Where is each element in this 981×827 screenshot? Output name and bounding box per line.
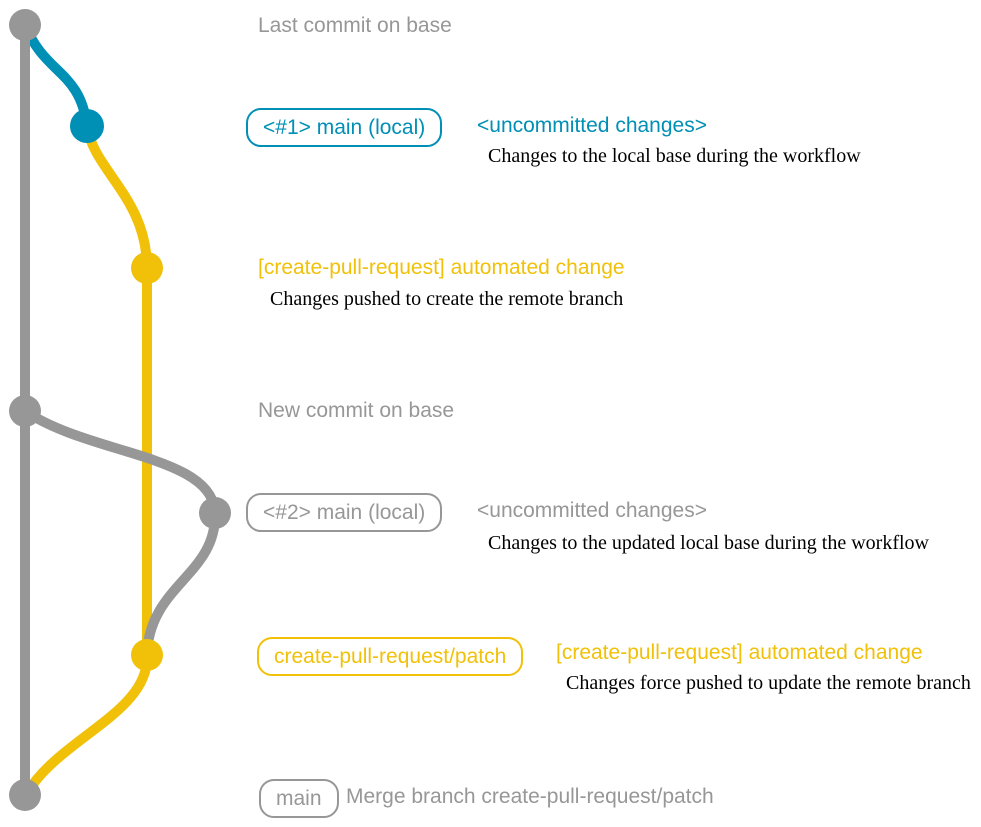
gray-branch-out-line xyxy=(20,406,220,518)
annotation-note-3: Changes to the updated local base during… xyxy=(488,532,929,554)
branch-tag-label: <#2> main (local) xyxy=(263,500,426,524)
branch-tag-label: main xyxy=(276,786,322,810)
annotation-note-2: Changes pushed to create the remote bran… xyxy=(270,288,624,310)
commit-message-uncommitted-1: <uncommitted changes> xyxy=(477,114,707,137)
commit-message-merge: Merge branch create-pull-request/patch xyxy=(346,785,714,808)
commit-message-last-base: Last commit on base xyxy=(258,14,452,37)
yellow-branch-line xyxy=(82,121,152,660)
yellow-merge-line xyxy=(22,650,153,798)
commit-dot-automated-change-2 xyxy=(131,639,163,671)
gray-branch-in-line xyxy=(142,508,221,660)
branch-tag-main-local-2: <#2> main (local) xyxy=(246,493,443,532)
commit-dot-new-base xyxy=(9,395,41,427)
commit-message-new-base: New commit on base xyxy=(258,399,455,422)
branch-tag-main-local-1: <#1> main (local) xyxy=(246,108,443,147)
commit-dot-last-base xyxy=(9,9,41,41)
commit-message-automated-2: [create-pull-request] automated change xyxy=(556,641,923,664)
commit-message-automated-1: [create-pull-request] automated change xyxy=(258,256,625,279)
branch-tag-create-pull-request-patch: create-pull-request/patch xyxy=(257,637,524,676)
commit-message-uncommitted-2: <uncommitted changes> xyxy=(477,499,707,522)
branch-tag-label: <#1> main (local) xyxy=(263,115,426,139)
commit-dot-local-main-2 xyxy=(199,497,231,529)
blue-branch-line xyxy=(20,20,92,131)
branch-tag-label: create-pull-request/patch xyxy=(274,644,507,668)
annotation-note-4: Changes force pushed to update the remot… xyxy=(566,672,971,694)
commit-dot-automated-change-1 xyxy=(131,252,163,284)
branch-tag-main: main xyxy=(259,779,339,818)
commit-dot-local-main-1 xyxy=(70,109,104,143)
commit-dot-merge xyxy=(9,779,41,811)
annotation-note-1: Changes to the local base during the wor… xyxy=(488,145,861,167)
